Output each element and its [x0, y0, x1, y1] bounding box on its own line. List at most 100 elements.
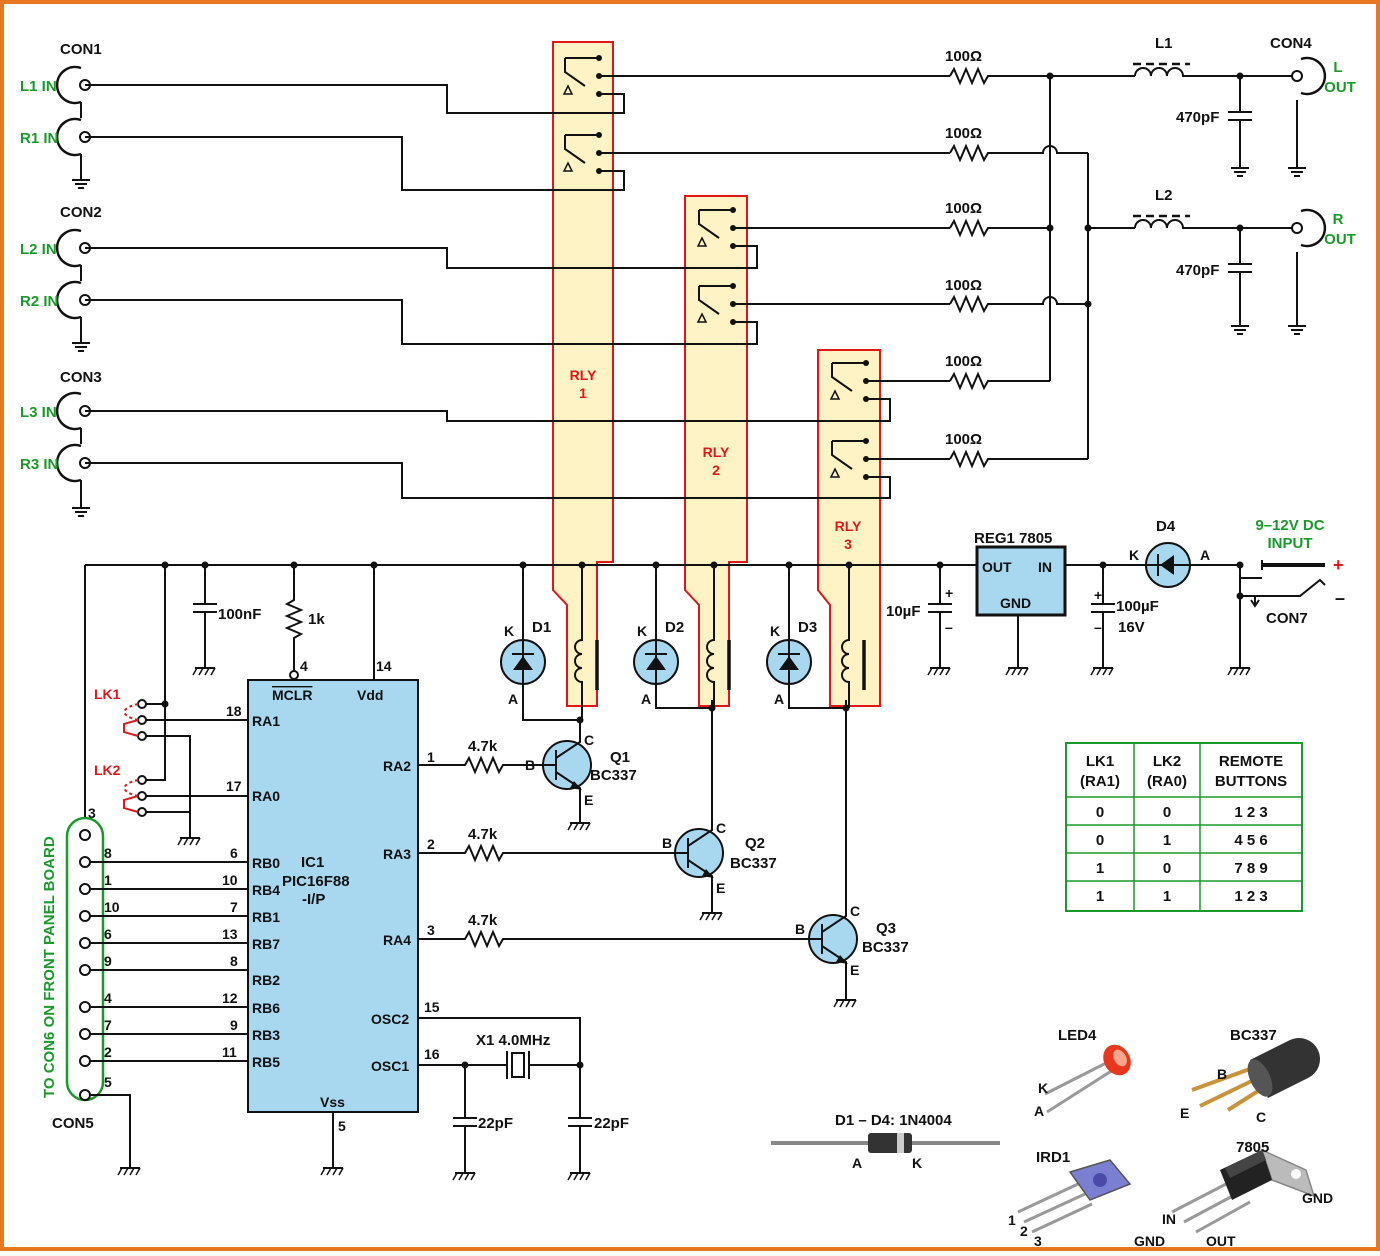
con5-pin-1-label: 1: [104, 872, 112, 888]
ra2-label: RA2: [383, 758, 411, 774]
q3-label: Q3: [876, 920, 896, 937]
diode-1n4004-drawing: [771, 1133, 1000, 1153]
q3-part-label: BC337: [862, 939, 909, 956]
con1-label: CON1: [60, 41, 102, 58]
diode-d1: [500, 565, 580, 721]
diode-d2: [633, 565, 712, 709]
diode-d3: [766, 565, 846, 709]
r-4k7-2-label: 4.7k: [468, 826, 498, 843]
r-100-4-label: 100Ω: [945, 277, 982, 294]
pin-2-label: 2: [427, 836, 435, 852]
led4-a-label: A: [1034, 1103, 1044, 1119]
table-cell: 0: [1163, 860, 1171, 877]
r-100-2-label: 100Ω: [945, 125, 982, 142]
svg-text:–: –: [945, 619, 953, 635]
r-100-5-label: 100Ω: [945, 353, 982, 370]
table-cell: 0: [1096, 804, 1104, 821]
rb0-label: RB0: [252, 855, 280, 871]
rb6-label: RB6: [252, 1000, 280, 1016]
svg-text:+: +: [1094, 587, 1102, 603]
pin-4-label: 4: [300, 658, 308, 674]
q1-e-label: E: [584, 792, 593, 808]
table-header-ra0: (RA0): [1147, 773, 1187, 790]
d2-label: D2: [665, 619, 684, 636]
d4-a-label: A: [1200, 547, 1210, 563]
con3-label: CON3: [60, 369, 102, 386]
d1-k-label: K: [504, 623, 514, 639]
resistors-100r: [949, 66, 1088, 469]
rb3-label: RB3: [252, 1027, 280, 1043]
l-out-label-1: L: [1333, 59, 1342, 76]
table-cell: 1 2 3: [1234, 888, 1267, 905]
pin-16-label: 16: [424, 1046, 440, 1062]
q3-c-label: C: [850, 903, 860, 919]
q1-label: Q1: [610, 749, 630, 766]
table-header-lk1: LK1: [1086, 753, 1114, 770]
r-1k-label: 1k: [308, 611, 325, 628]
c-22pf-2-label: 22pF: [594, 1115, 629, 1132]
c-22pf-1-label: 22pF: [478, 1115, 513, 1132]
rly3-label-1: RLY: [835, 518, 862, 534]
crystal-x1: [511, 1052, 525, 1078]
d3-k-label: K: [770, 623, 780, 639]
7805-drawing-label: 7805: [1236, 1139, 1269, 1156]
r-100-3-label: 100Ω: [945, 200, 982, 217]
rly2-label-1: RLY: [703, 444, 730, 460]
con5-pin-3-label: 3: [88, 805, 96, 821]
r-4k7-3-label: 4.7k: [468, 912, 498, 929]
c-470pf-2-label: 470pF: [1176, 262, 1219, 279]
x1-label: X1 4.0MHz: [476, 1032, 550, 1049]
table-header-remote: REMOTE: [1219, 753, 1283, 770]
d1-label: D1: [532, 619, 551, 636]
plus-label: +: [1333, 555, 1344, 575]
con7-dc-jack: [1239, 560, 1326, 660]
7805-tab-gnd-label: GND: [1302, 1190, 1333, 1206]
r-out-label-2: OUT: [1324, 231, 1356, 248]
q1-part-label: BC337: [590, 767, 637, 784]
reg1-body: [975, 545, 1067, 617]
vss-label: Vss: [320, 1094, 345, 1110]
osc2-label: OSC2: [371, 1011, 409, 1027]
diode-k-label: K: [912, 1155, 922, 1171]
q2-e-label: E: [716, 880, 725, 896]
bc337-drawing: [1191, 1037, 1321, 1112]
table-cell: 1: [1096, 888, 1104, 905]
truth-table: [1065, 742, 1303, 912]
rly1-label-1: RLY: [570, 367, 597, 383]
r-100-1-label: 100Ω: [945, 48, 982, 65]
con5-pin-7-label: 7: [104, 1017, 112, 1033]
l-out-label-2: OUT: [1324, 79, 1356, 96]
table-cell: 1: [1163, 888, 1171, 905]
pin-6-label: 6: [230, 845, 238, 861]
pin-3-label: 3: [427, 922, 435, 938]
r1-in-label: R1 IN: [20, 130, 58, 147]
vdd-label: Vdd: [357, 687, 383, 703]
d2-k-label: K: [637, 623, 647, 639]
r-out-label-1: R: [1333, 211, 1344, 228]
led4-label: LED4: [1058, 1027, 1097, 1044]
table-cell: 7 8 9: [1234, 860, 1267, 877]
7805-in-label: IN: [1162, 1211, 1176, 1227]
bc337-drawing-label: BC337: [1230, 1027, 1277, 1044]
reg1-label: REG1 7805: [974, 530, 1052, 547]
pin-1-label: 1: [427, 749, 435, 765]
pin-10-label: 10: [222, 872, 238, 888]
pin-9-label: 9: [230, 1017, 238, 1033]
pin-12-label: 12: [222, 990, 238, 1006]
con5-pin-8-label: 8: [104, 845, 112, 861]
l1-in-label: L1 IN: [20, 78, 57, 95]
r3-in-label: R3 IN: [20, 456, 58, 473]
rly1-label-2: 1: [579, 385, 587, 401]
q3-e-label: E: [850, 962, 859, 978]
con5-pin-5-label: 5: [104, 1074, 112, 1090]
dc-input-label-2: INPUT: [1268, 535, 1313, 552]
q3-b-label: B: [795, 921, 805, 937]
transistor-q2: [674, 700, 724, 905]
lk1-label: LK1: [94, 686, 121, 702]
q1-c-label: C: [584, 732, 594, 748]
rb7-label: RB7: [252, 936, 280, 952]
pin-5-label: 5: [338, 1118, 346, 1134]
reg1-in-label: IN: [1038, 559, 1052, 575]
